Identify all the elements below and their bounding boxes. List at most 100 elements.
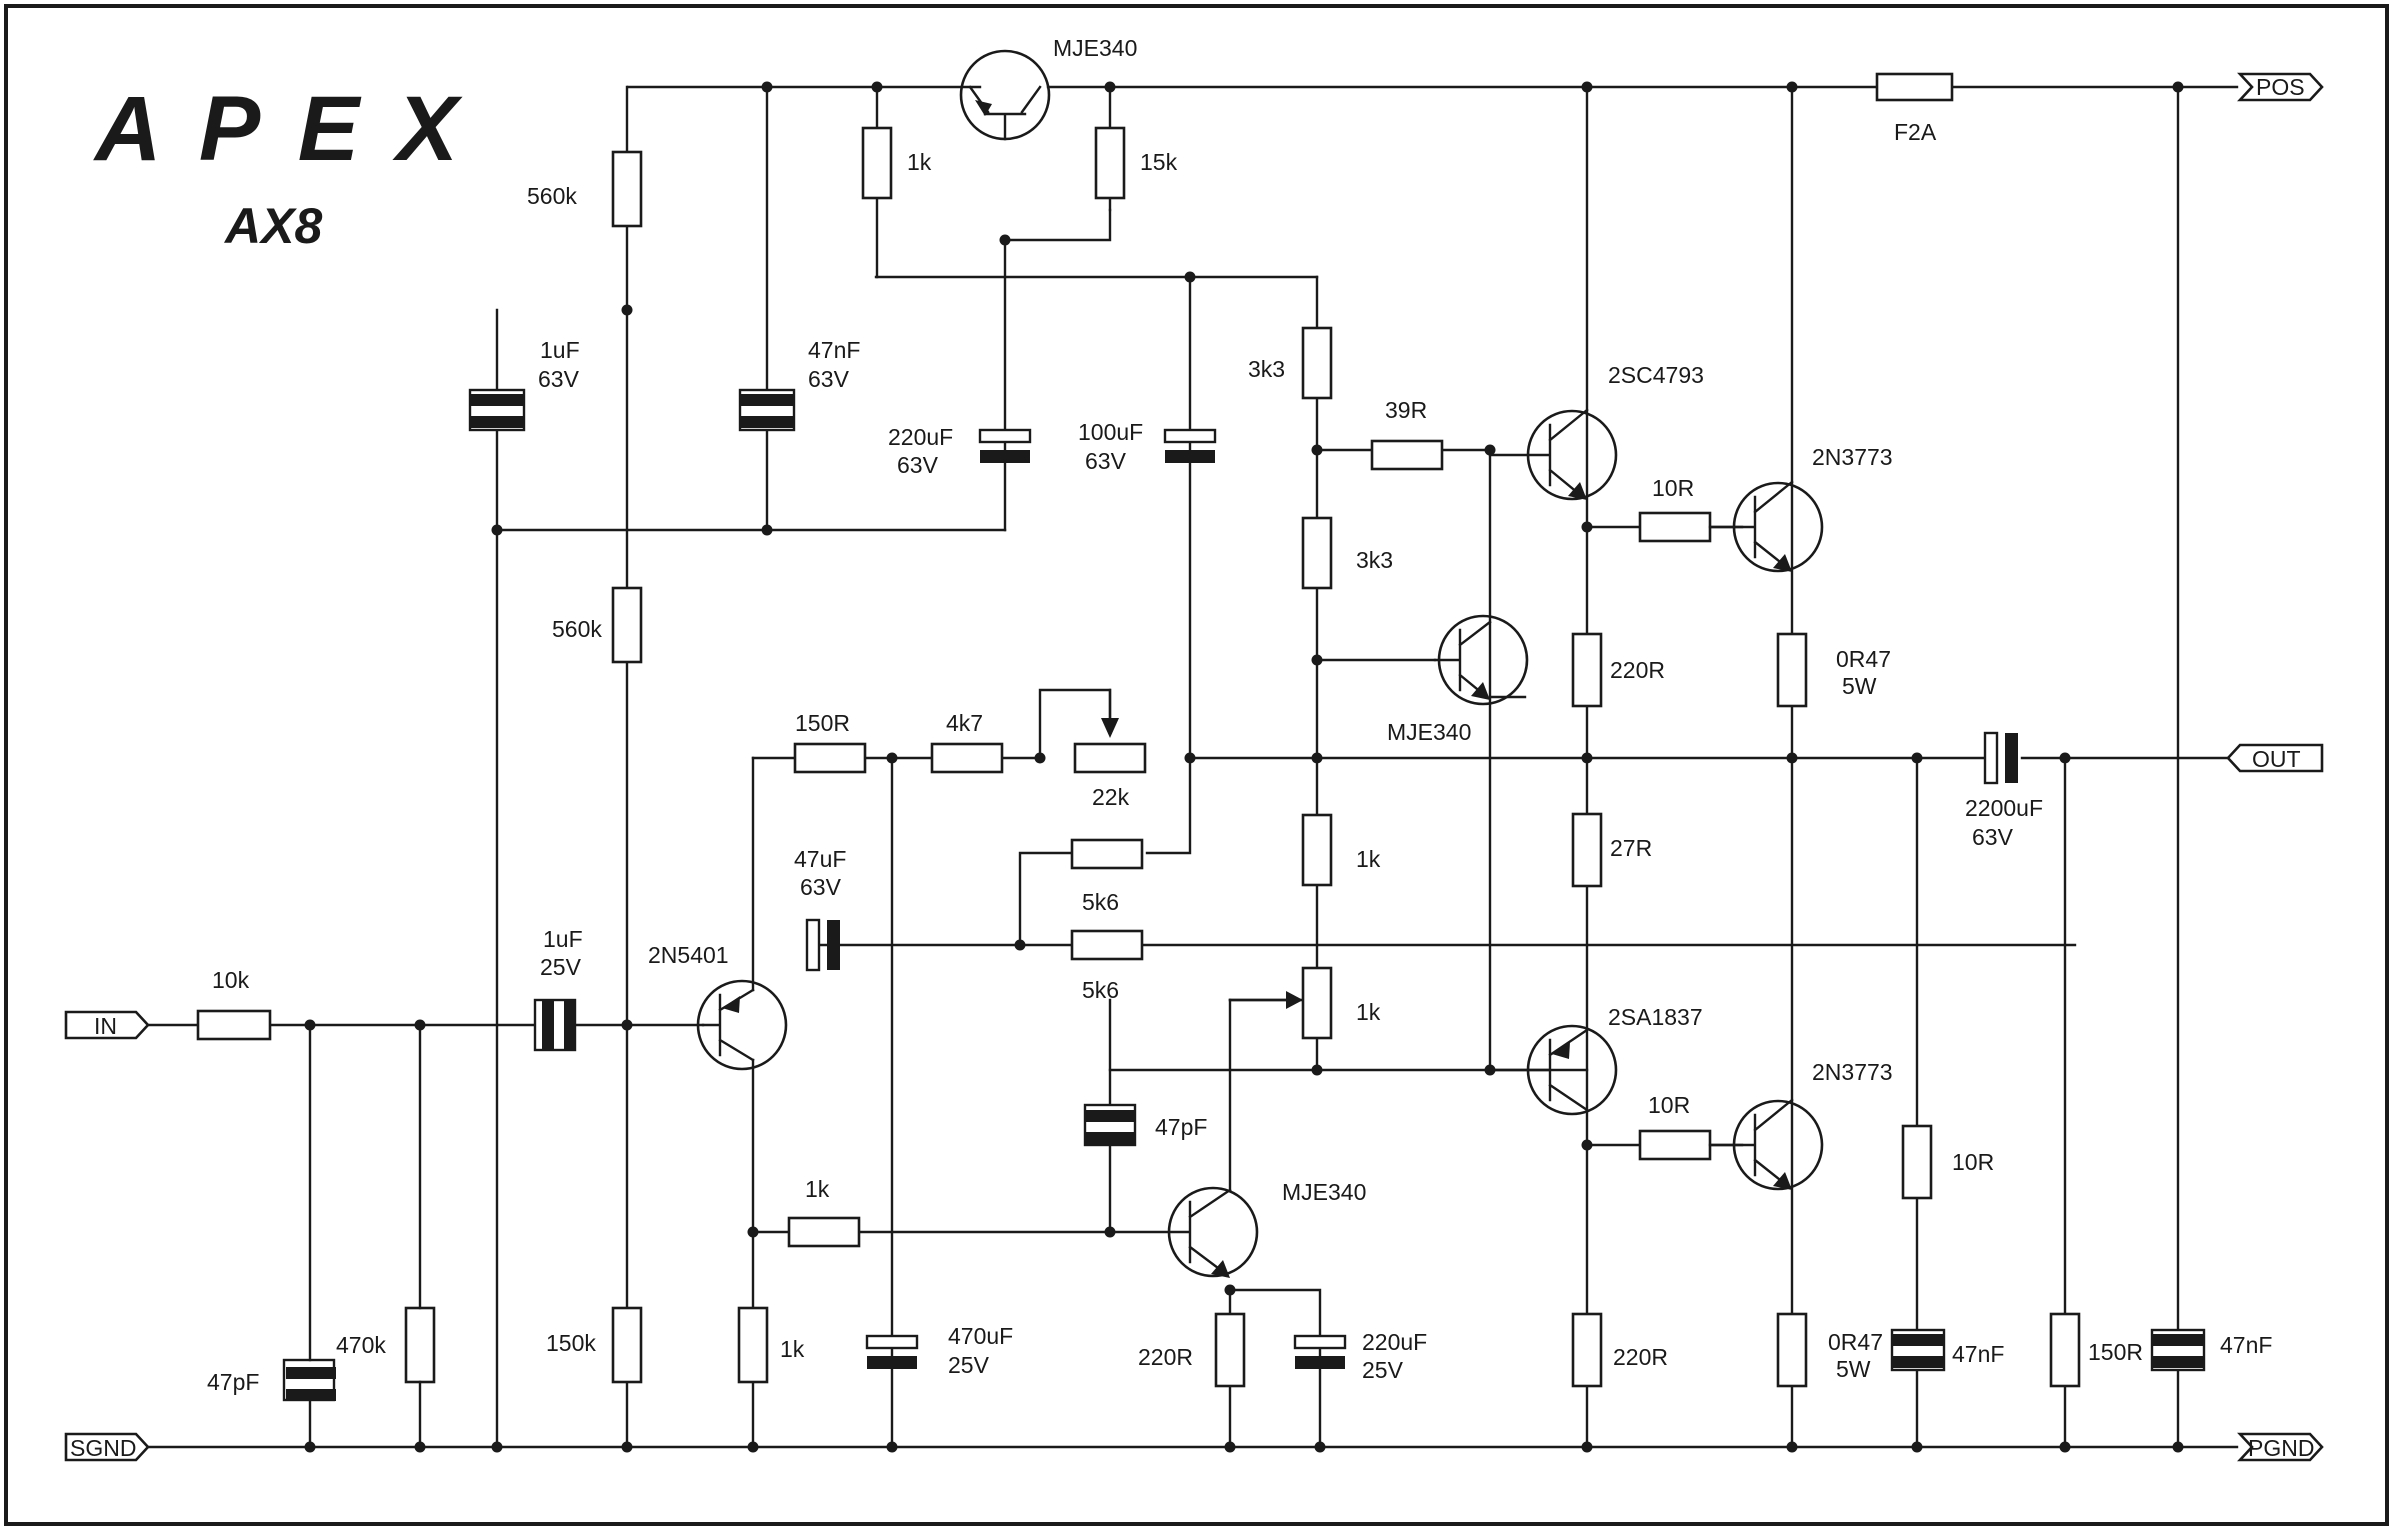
label-r-150k: 150k — [546, 1330, 596, 1356]
label-c-1uf-63-b: 63V — [538, 366, 580, 392]
resistor-10r-bot — [1638, 1129, 1712, 1161]
label-c-1uf-in-a: 1uF — [543, 926, 583, 952]
label-c-out-b: 63V — [1972, 824, 2014, 850]
label-r-0r47-bot-w: 5W — [1836, 1356, 1871, 1382]
cap-47nf-63v — [740, 394, 794, 406]
cap-220uf-63v — [978, 428, 1032, 444]
component-labels: MJE340 2SC4793 2N3773 MJE340 2N5401 2SA1… — [207, 35, 2272, 1395]
resistor-560k-top — [611, 150, 643, 228]
label-r-5k6-a: 5k6 — [1082, 889, 1119, 915]
transistor-2sc4793 — [1488, 408, 1618, 501]
label-c-100uf-b: 63V — [1085, 448, 1127, 474]
resistor-220r-drv — [1571, 632, 1603, 708]
label-r-zobel: 10R — [1952, 1149, 1994, 1175]
label-r-150r: 150R — [795, 710, 850, 736]
resistor-150r-out — [2049, 1312, 2081, 1388]
label-r-0r47-top: 0R47 — [1836, 646, 1891, 672]
transistor-mje340-vas — [1108, 1186, 1259, 1278]
cap-470uf-25v — [865, 1334, 919, 1350]
label-r-1k-top: 1k — [907, 149, 932, 175]
transistor-mje340-reg — [959, 49, 1051, 141]
resistors — [196, 126, 2081, 1388]
label-r-220r-drv: 220R — [1610, 657, 1665, 683]
cap-100uf-63v — [1163, 428, 1217, 444]
label-q-vbe: MJE340 — [1387, 719, 1471, 745]
label-r-560k-top: 560k — [527, 183, 577, 209]
junctions — [304, 81, 2184, 1453]
label-r-0r47-top-w: 5W — [1842, 673, 1877, 699]
port-out — [2226, 743, 2324, 773]
resistor-0r47-top — [1776, 632, 1808, 708]
label-c-47nf-a: 47nF — [808, 337, 860, 363]
label-r-5k6-b: 5k6 — [1082, 977, 1119, 1003]
resistor-4k7 — [930, 742, 1004, 774]
label-q-input: 2N5401 — [648, 942, 729, 968]
resistor-150k — [611, 1306, 643, 1384]
label-r-220r-vas: 220R — [1138, 1344, 1193, 1370]
port-in-label: IN — [94, 1013, 117, 1039]
transistor-2n5401 — [696, 979, 788, 1071]
label-r-0r47-bot: 0R47 — [1828, 1329, 1883, 1355]
resistor-1k-mid — [1301, 813, 1333, 887]
resistor-10r-top — [1638, 511, 1712, 543]
label-c-220uf-a: 220uF — [888, 424, 953, 450]
label-r-in: 10k — [212, 967, 250, 993]
label-c-47pf-in: 47pF — [207, 1369, 259, 1395]
transistor-2sa1837 — [1488, 1024, 1618, 1116]
label-fuse: F2A — [1894, 119, 1937, 145]
resistor-560k-mid — [611, 586, 643, 664]
label-r-1k-mid: 1k — [1356, 846, 1381, 872]
cap-47nf-out — [2152, 1334, 2204, 1346]
label-c-1uf-63-a: 1uF — [540, 337, 580, 363]
label-c-220uf-b: 63V — [897, 452, 939, 478]
resistor-1k-trim — [1301, 966, 1333, 1040]
input-shunt-wires — [308, 1023, 422, 1449]
label-c-470uf-b: 25V — [948, 1352, 990, 1378]
wires — [146, 85, 2239, 1449]
resistor-1k-emit — [737, 1306, 769, 1384]
resistor-220r-vas — [1214, 1312, 1246, 1388]
resistor-5k6-b — [1070, 929, 1144, 961]
label-c-47nf-b: 63V — [808, 366, 850, 392]
label-r-1k-emit: 1k — [780, 1336, 805, 1362]
label-r-1k-trim: 1k — [1356, 999, 1381, 1025]
label-c-100uf-a: 100uF — [1078, 419, 1143, 445]
label-c-470uf-a: 470uF — [948, 1323, 1013, 1349]
cap-47nf-zobel — [1892, 1334, 1944, 1346]
port-pos — [2237, 72, 2324, 102]
resistor-zobel — [1901, 1124, 1933, 1200]
model-name: AX8 — [223, 198, 322, 254]
port-tags: POS OUT IN SGND PGND — [64, 72, 2324, 1462]
label-q-drv-top: 2SC4793 — [1608, 362, 1704, 388]
label-r-560k-mid: 560k — [552, 616, 602, 642]
resistor-15k — [1094, 126, 1126, 200]
label-c-47pf-vas: 47pF — [1155, 1114, 1207, 1140]
fuse-f2a — [1875, 72, 1954, 102]
label-r-15k: 15k — [1140, 149, 1178, 175]
cap-1uf-in — [542, 1000, 554, 1050]
port-sgnd-label: SGND — [70, 1435, 136, 1461]
label-q-drv-bot: 2SA1837 — [1608, 1004, 1703, 1030]
label-r-39r: 39R — [1385, 397, 1427, 423]
diagram-border — [4, 4, 2389, 1526]
resistor-1k-top — [861, 126, 893, 200]
label-r-470k: 470k — [336, 1332, 386, 1358]
capacitors — [282, 388, 2206, 1402]
brand-logo: APEX — [93, 78, 480, 180]
label-c-47nf-out: 47nF — [2220, 1332, 2272, 1358]
cap-47pf-in — [286, 1367, 336, 1379]
port-pos-label: POS — [2256, 74, 2305, 100]
resistor-0r47-bot — [1776, 1312, 1808, 1388]
port-pgnd — [2237, 1432, 2324, 1462]
label-r-3k3-a: 3k3 — [1248, 356, 1285, 382]
port-out-label: OUT — [2252, 746, 2301, 772]
label-q-out-top: 2N3773 — [1812, 444, 1893, 470]
resistor-27r — [1571, 812, 1603, 888]
label-r-220r-bot: 220R — [1613, 1344, 1668, 1370]
label-r-10r-bot: 10R — [1648, 1092, 1690, 1118]
resistor-470k — [404, 1306, 436, 1384]
label-r-4k7: 4k7 — [946, 710, 983, 736]
resistor-1k-vas — [787, 1216, 861, 1248]
resistor-3k3-a — [1301, 326, 1333, 400]
